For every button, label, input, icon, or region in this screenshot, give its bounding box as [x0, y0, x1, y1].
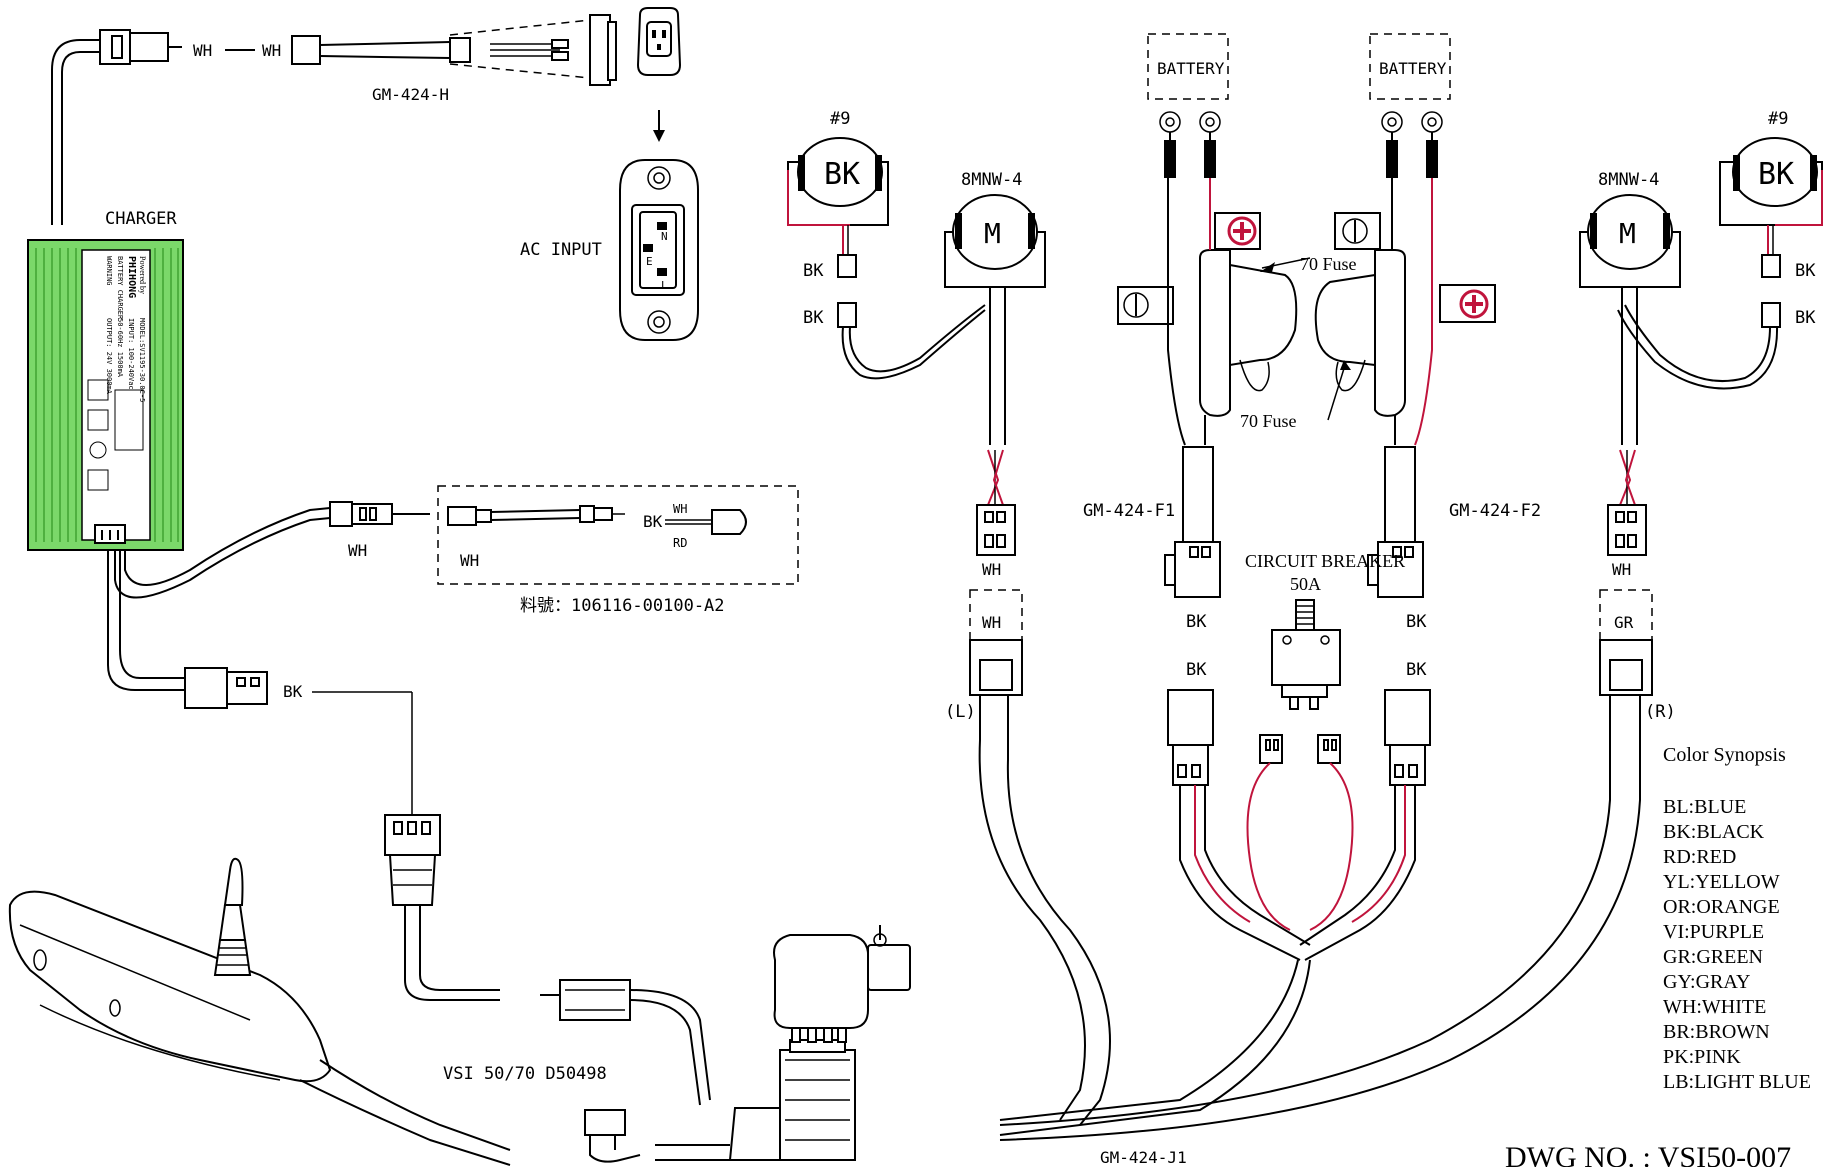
left-motor-model: 8MNW-4 [961, 170, 1022, 190]
bk-plug2-label: BK [1406, 660, 1427, 680]
legend-item-wh: WH:WHITE [1663, 996, 1766, 1018]
gm-424-f1-label: GM-424-F1 [1083, 501, 1175, 521]
legend-item-br: BR:BROWN [1663, 1021, 1770, 1043]
left-motor-assembly: #9 BK BK BK 8MNW-4 M WH WH ( [787, 109, 1111, 1126]
right-side-label: (R) [1645, 702, 1676, 722]
left-side-label: (L) [945, 702, 976, 722]
right-battery-label: BATTERY [1379, 59, 1447, 78]
legend-title: Color Synopsis [1663, 744, 1786, 766]
right-brake-label: BK [1758, 157, 1794, 192]
circuit-breaker-rating: 50A [1290, 574, 1321, 594]
legend-item-gy: GY:GRAY [1663, 971, 1750, 993]
color-legend: Color Synopsis BL:BLUE BK:BLACK RD:RED Y… [1663, 744, 1811, 1093]
charger-powered-by: Powered by [138, 256, 147, 294]
ac-input-label: AC INPUT [520, 240, 602, 260]
left-wh-conn-label: WH [982, 560, 1001, 579]
right-bk-label-2: BK [1795, 308, 1816, 328]
charger-freq: 50-60Hz 1500mA [116, 318, 124, 378]
ac-power-cord: WH WH GM-424-H [51, 14, 617, 225]
led-wh-label: WH [673, 502, 687, 516]
right-motor-assembly: #9 BK BK BK 8MNW-4 M WH GR ( [999, 109, 1823, 1141]
left-brake-number: #9 [830, 109, 850, 129]
charger-input: INPUT: 100-240Vac [127, 318, 135, 390]
right-gr-plug-label: GR [1614, 613, 1634, 632]
controller-harness: VSI 50/70 D50498 [384, 814, 911, 1163]
ac-plug [636, 7, 682, 142]
led-rd-label: RD [673, 536, 687, 550]
fuse-bottom-label: 70 Fuse [1240, 411, 1297, 431]
legend-item-bl: BL:BLUE [1663, 796, 1746, 818]
left-bk-label-1: BK [803, 261, 824, 281]
left-wh-plug-label: WH [982, 613, 1001, 632]
part-number-label: 料號：106116-00100-A2 [520, 596, 725, 616]
charger-type: BATTERY CHARGER [116, 256, 124, 320]
charger-fins [35, 248, 179, 542]
gm-424-h-label: GM-424-H [372, 85, 449, 104]
ac-n-label: N [661, 230, 668, 243]
charger-label-plate [81, 249, 151, 541]
legend-item-or: OR:ORANGE [1663, 896, 1780, 918]
wh-label-top-left: WH [193, 41, 212, 60]
ac-e-label: E [646, 255, 653, 268]
wh-led-label: WH [348, 541, 367, 560]
wh-label-top-right: WH [262, 41, 281, 60]
left-brake-label: BK [824, 157, 860, 192]
left-bk-label-2: BK [803, 308, 824, 328]
charger-cert-marks [87, 379, 144, 491]
right-motor-model: 8MNW-4 [1598, 170, 1659, 190]
right-brake-number: #9 [1768, 109, 1788, 129]
joystick-controller [8, 857, 511, 1166]
drawing-number: DWG NO. : VSI50-007 [1505, 1141, 1791, 1167]
right-bk-label-1: BK [1795, 261, 1816, 281]
battery-section: BATTERY BATTERY [999, 33, 1541, 1136]
circuit-breaker-title: CIRCUIT BREAKER [1245, 551, 1405, 571]
gm-424-j1-label: GM-424-J1 [1100, 1148, 1187, 1167]
legend-item-vi: VI:PURPLE [1663, 921, 1764, 943]
right-motor-m: M [1619, 217, 1636, 250]
charger-warning: WARNING [105, 256, 113, 286]
led-part-box: BK WH RD WH 料號：106116-00100-A2 [437, 485, 799, 616]
charger-brand: PHIHONG [126, 256, 137, 298]
ac-input-socket: AC INPUT N E L [520, 159, 699, 341]
legend-item-pk: PK:PINK [1663, 1046, 1741, 1068]
charger-output-cable: BK [107, 550, 413, 815]
bk-charger-label: BK [283, 682, 303, 701]
vsi-model-label: VSI 50/70 D50498 [443, 1064, 607, 1084]
charger-label: CHARGER [105, 209, 177, 229]
ac-l-label: L [661, 279, 668, 292]
left-battery-label: BATTERY [1157, 59, 1225, 78]
charger-output: OUTPUT: 24V 3000mA [105, 318, 113, 395]
wh-led-inner-label: WH [460, 551, 479, 570]
bk-led-label: BK [643, 512, 663, 531]
charger-led-cable: WH [114, 501, 430, 599]
charger-model: MODEL:SV1195-30.0C-5 [138, 318, 146, 402]
charger: CHARGER Powered by PHIHONG MODEL:SV1195-… [27, 209, 184, 551]
legend-item-gr: GR:GREEN [1663, 946, 1763, 968]
legend-item-bk: BK:BLACK [1663, 821, 1765, 843]
gm-424-f2-label: GM-424-F2 [1449, 501, 1541, 521]
legend-item-yl: YL:YELLOW [1663, 871, 1780, 893]
legend-item-rd: RD:RED [1663, 846, 1736, 868]
bk-f1-label: BK [1186, 612, 1207, 632]
fuse-top-label: 70 Fuse [1300, 254, 1357, 274]
bk-plug1-label: BK [1186, 660, 1207, 680]
bk-f2-label: BK [1406, 612, 1427, 632]
legend-item-lb: LB:LIGHT BLUE [1663, 1071, 1811, 1093]
right-wh-conn-label: WH [1612, 560, 1631, 579]
left-motor-m: M [984, 217, 1001, 250]
